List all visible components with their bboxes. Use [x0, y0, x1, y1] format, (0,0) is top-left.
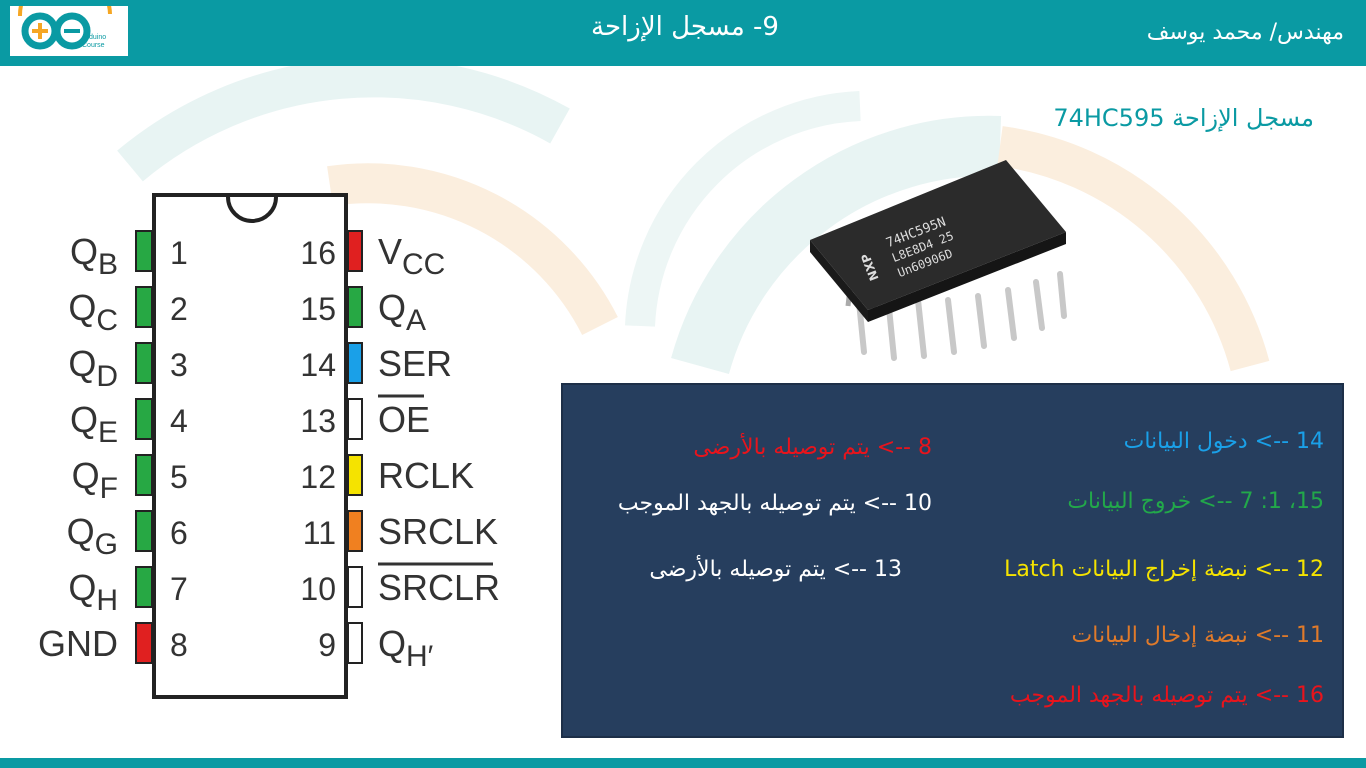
- slide-title: 9- مسجل الإزاحة: [591, 12, 779, 42]
- pin-5-number: 5: [170, 459, 188, 495]
- pin-11-number: 11: [303, 515, 336, 551]
- pin-9-number: 9: [318, 627, 336, 663]
- pin-5-marker: [135, 454, 153, 496]
- logo-text: Arduino Course: [82, 34, 107, 49]
- arduino-course-logo: Arduino Course: [10, 0, 128, 56]
- pin-6-number: 6: [170, 515, 188, 551]
- pin-12-number: 12: [300, 459, 336, 495]
- pin-6-marker: [135, 510, 153, 552]
- pin-7-marker: [135, 566, 153, 608]
- oe-text: 13 --> يتم توصيله بالأرضى: [649, 557, 902, 582]
- pin-12-marker: [347, 454, 363, 496]
- ic-notch: [226, 196, 278, 223]
- pin-3-label: QD: [68, 343, 118, 393]
- data-in-text: 14 --> دخول البيانات: [1123, 429, 1324, 454]
- pin-2-number: 2: [170, 291, 188, 327]
- pin-8-marker: [135, 622, 153, 664]
- pin-2-label: QC: [68, 287, 118, 337]
- pin-7-label: QH: [68, 567, 118, 617]
- pin-3-number: 3: [170, 347, 188, 383]
- pin-16-marker: [347, 230, 363, 272]
- pin-10-label: SRCLR: [378, 567, 500, 608]
- pin-15-label: QA: [378, 287, 426, 337]
- header-bar: Arduino Course 9- مسجل الإزاحة مهندس/ مح…: [0, 0, 1366, 66]
- pin-8-number: 8: [170, 627, 188, 663]
- chip-body: [810, 160, 1066, 310]
- pin-6-label: QG: [67, 511, 118, 561]
- pin-10-marker: [347, 566, 363, 608]
- pin-15-marker: [347, 286, 363, 328]
- pin-2-marker: [135, 286, 153, 328]
- background-watermark: [117, 66, 1270, 375]
- vcc-text: 16 --> يتم توصيله بالجهد الموجب: [1009, 683, 1324, 708]
- clock-text: 11 --> نبضة إدخال البيانات: [1071, 623, 1324, 648]
- pin-16-label: VCC: [378, 231, 445, 281]
- pin-13-number: 13: [300, 403, 336, 439]
- pin-4-label: QE: [70, 399, 118, 449]
- ic-body: [152, 193, 348, 699]
- pin-14-marker: [347, 342, 363, 384]
- footer-bar: [0, 758, 1366, 768]
- gnd-text: 8 --> يتم توصيله بالأرضى: [693, 435, 932, 460]
- pin-1-number: 1: [170, 235, 188, 271]
- chip-photo: 74HC595N L8E8D4 25 Un60906D NXP: [810, 160, 1067, 361]
- pin-15-number: 15: [300, 291, 336, 327]
- data-out-text: 15، 1: 7 --> خروج البيانات: [1067, 489, 1324, 514]
- pin-13-label: OE: [378, 399, 430, 440]
- pin-1-marker: [135, 230, 153, 272]
- pin-4-number: 4: [170, 403, 188, 439]
- pin-11-label: SRCLK: [378, 511, 498, 552]
- pin-4-marker: [135, 398, 153, 440]
- pin-9-label: QH′: [378, 623, 434, 673]
- pin-7-number: 7: [170, 571, 188, 607]
- pin-14-label: SER: [378, 343, 452, 384]
- pin-11-marker: [347, 510, 363, 552]
- pin-5-label: QF: [72, 455, 118, 505]
- pin-13-marker: [347, 398, 363, 440]
- pin-14-number: 14: [300, 347, 336, 383]
- pin-3-marker: [135, 342, 153, 384]
- pin-12-label: RCLK: [378, 455, 474, 496]
- pinout-diagram: 1 QB 2 QC 3 QD 4 QE 5 QF 6 QG 7 QH 8 GND 16 VCC 15 QA 14 SER…: [38, 193, 500, 699]
- pin-10-number: 10: [300, 571, 336, 607]
- pin-16-number: 16: [300, 235, 336, 271]
- pin-description-box: 14 --> دخول البيانات 15، 1: 7 --> خروج ا…: [561, 383, 1344, 738]
- latch-text: 12 --> نبضة إخراج البيانات Latch: [1004, 557, 1324, 582]
- pin-8-label: GND: [38, 623, 118, 664]
- pin-1-label: QB: [70, 231, 118, 281]
- srclr-text: 10 --> يتم توصيله بالجهد الموجب: [617, 491, 932, 516]
- pin-9-marker: [347, 622, 363, 664]
- author-name: مهندس/ محمد يوسف: [1146, 20, 1344, 45]
- chip-heading: مسجل الإزاحة 74HC595: [1053, 104, 1314, 132]
